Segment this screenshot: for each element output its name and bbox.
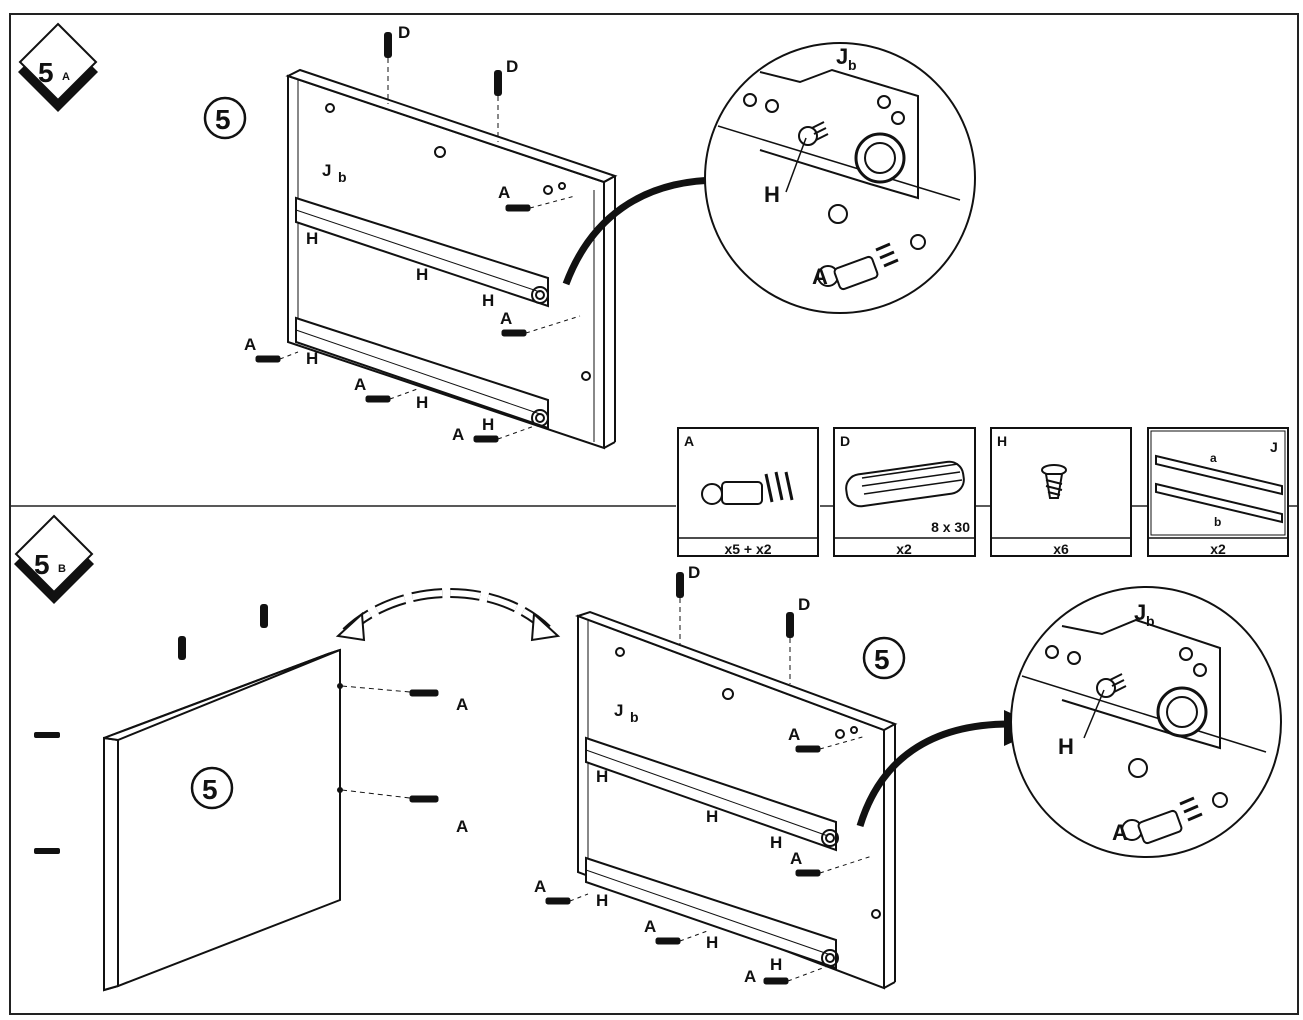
screw-label: H xyxy=(482,415,494,434)
side-panel-5a xyxy=(285,68,618,450)
screw-label: H xyxy=(416,265,428,284)
screw-label: H xyxy=(482,291,494,310)
cams-back xyxy=(341,685,439,803)
cam-label: A xyxy=(498,183,510,202)
detail-screw-label-b: H xyxy=(1058,734,1074,759)
cam-label: A xyxy=(788,725,800,744)
screw-label: H xyxy=(770,955,782,974)
screw-label: H xyxy=(416,393,428,412)
loose-cam-1 xyxy=(34,732,60,738)
part-J-sub-a: a xyxy=(1210,451,1217,465)
cam-label: A xyxy=(456,817,468,836)
screw-label: H xyxy=(706,933,718,952)
detail-arrow-5a xyxy=(562,176,721,286)
cam-label: A xyxy=(500,309,512,328)
screw-label: H xyxy=(596,891,608,910)
step-5a-letter: A xyxy=(62,71,70,83)
cam-label: A xyxy=(790,849,802,868)
screw-label: H xyxy=(770,833,782,852)
loose-dowel-2 xyxy=(260,604,268,628)
dowel-label: D xyxy=(688,563,700,582)
detail-rail-sub: b xyxy=(848,57,857,73)
cam-bolts-5b xyxy=(545,735,873,985)
detail-magnifier-5a: H A J b xyxy=(704,42,976,314)
detail-rail-label: J xyxy=(836,44,848,69)
part-card-H: H x6 xyxy=(990,427,1132,557)
detail-cam-label: A xyxy=(812,264,828,289)
step-5a-number: 5 xyxy=(38,57,54,88)
detail-cam-label-b: A xyxy=(1112,820,1128,845)
flip-arrow xyxy=(335,588,561,642)
cam-label: A xyxy=(644,917,656,936)
panel-number: 5 xyxy=(215,104,231,135)
part-A-count: x5 + x2 xyxy=(724,541,771,557)
panel-number-circle: 5 xyxy=(203,96,247,140)
cam-label: A xyxy=(744,967,756,986)
detail-arrow-5b xyxy=(856,720,1011,828)
rail-label: J xyxy=(322,161,331,180)
part-card-A: A x5 + x2 xyxy=(677,427,819,557)
step-badge-5a: 5 A xyxy=(18,22,98,112)
screw-label: H xyxy=(596,767,608,786)
part-D-count: x2 xyxy=(896,541,912,557)
parts-list: A x5 + x2 D 8 x 30 x2 H x6 xyxy=(677,427,1289,557)
step-5b-letter: B xyxy=(58,563,66,575)
detail-rail-sub-b: b xyxy=(1146,613,1155,629)
rail-sub-label: b xyxy=(630,709,639,725)
panel-number-circle-front: 5 xyxy=(862,636,906,680)
panel-number-circle-back: 5 xyxy=(190,766,234,810)
screw-label: H xyxy=(306,349,318,368)
loose-dowel-1 xyxy=(178,636,186,660)
rail-label: J xyxy=(614,701,623,720)
dowel-label: D xyxy=(798,595,810,614)
dowel-5b-2: D xyxy=(786,595,810,684)
cam-label: A xyxy=(456,695,468,714)
part-D-label: D xyxy=(840,433,850,449)
screw-label: H xyxy=(306,229,318,248)
detail-rail-label-b: J xyxy=(1134,600,1146,625)
part-J-sub-b: b xyxy=(1214,515,1221,529)
dowel-5a-1: D xyxy=(384,23,410,104)
detail-screw-label: H xyxy=(764,182,780,207)
step-5b-number: 5 xyxy=(34,549,50,580)
dowel-5b-1: D xyxy=(676,563,700,644)
rail-sub-label: b xyxy=(338,169,347,185)
loose-cam-2 xyxy=(34,848,60,854)
page-frame xyxy=(9,13,1299,1015)
panel-number-back: 5 xyxy=(202,774,218,805)
cam-bolts-5a xyxy=(255,195,581,443)
panel-number-front: 5 xyxy=(874,644,890,675)
part-card-J: J a b x2 xyxy=(1147,427,1289,557)
step-badge-5b: 5 B xyxy=(14,514,94,604)
dowel-5a-2: D xyxy=(494,57,518,142)
screw-label: H xyxy=(706,807,718,826)
dowel-label: D xyxy=(398,23,410,42)
cam-label: A xyxy=(534,877,546,896)
dowel-label: D xyxy=(506,57,518,76)
part-D-size: 8 x 30 xyxy=(931,519,970,535)
cam-label: A xyxy=(452,425,464,444)
part-H-count: x6 xyxy=(1053,541,1069,557)
part-A-label: A xyxy=(684,433,694,449)
part-H-label: H xyxy=(997,433,1007,449)
side-panel-5b xyxy=(574,610,898,990)
cam-label: A xyxy=(244,335,256,354)
part-card-D: D 8 x 30 x2 xyxy=(833,427,976,557)
part-J-count: x2 xyxy=(1210,541,1226,557)
part-J-label: J xyxy=(1270,439,1278,455)
side-panel-back xyxy=(103,648,343,992)
cam-label: A xyxy=(354,375,366,394)
detail-magnifier-5b: H A J b xyxy=(1010,586,1282,858)
